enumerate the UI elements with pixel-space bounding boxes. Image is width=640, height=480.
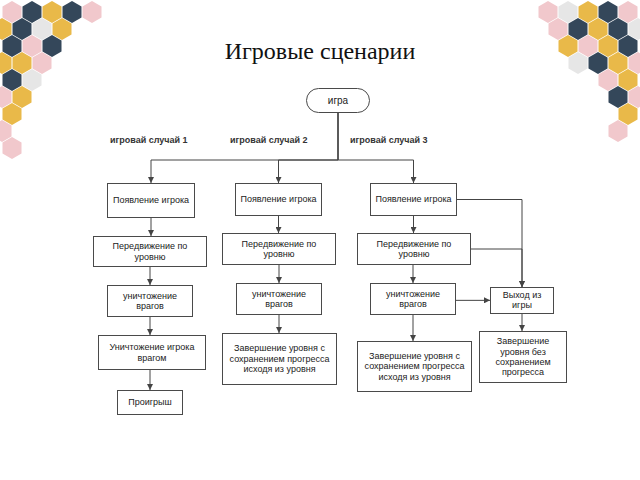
hexagon — [589, 52, 608, 74]
box-text: игра — [328, 95, 348, 107]
flow-arrow — [413, 315, 414, 341]
flow-arrow — [151, 113, 338, 183]
process-box: Завершение уровня с сохранением прогресс… — [357, 341, 472, 392]
hexagon — [3, 103, 22, 125]
flow-arrow — [150, 317, 151, 335]
case-label: игровай случай 3 — [350, 135, 428, 145]
start-pill: игра — [306, 88, 370, 113]
hexagon — [569, 18, 588, 40]
process-box: Передвижение по уровню — [93, 236, 207, 267]
flow-arrow — [151, 218, 152, 236]
flow-arrow — [278, 216, 279, 233]
box-text: Проигрыш — [128, 397, 171, 407]
flow-arrow — [456, 300, 490, 301]
process-box: Передвижение по уровню — [357, 233, 471, 265]
box-text: Передвижение по уровню — [362, 239, 466, 260]
hexagon — [599, 1, 618, 23]
hexagon — [579, 35, 598, 57]
process-box: Уничтожение игрока врагом — [98, 335, 206, 370]
hexagon — [3, 69, 22, 91]
hexagon — [559, 35, 578, 57]
box-text: Уничтожение игрока врагом — [103, 342, 201, 363]
hexagon — [609, 52, 628, 74]
flow-arrow — [522, 314, 523, 331]
hexagon — [83, 1, 102, 23]
box-text: уничтожение врагов — [375, 289, 451, 310]
process-box: уничтожение врагов — [370, 283, 456, 315]
hexagon — [33, 18, 52, 40]
hexagon — [609, 18, 628, 40]
hexagon — [23, 35, 42, 57]
hexagon — [43, 1, 62, 23]
hexagon — [599, 35, 618, 57]
process-box: Выход из игры — [490, 287, 554, 314]
case-label: игровай случай 1 — [110, 135, 188, 145]
flow-arrow — [279, 265, 280, 283]
hexagon — [23, 1, 42, 23]
hexagon — [3, 1, 22, 23]
hexagon — [589, 18, 608, 40]
hexagon — [579, 1, 598, 23]
box-text: Завершение уровня с сохранением прогресс… — [227, 343, 332, 374]
box-text: Передвижение по уровню — [227, 239, 331, 260]
hexagon — [23, 69, 42, 91]
process-box: Появление игрока — [235, 183, 322, 216]
hexagon — [569, 52, 588, 74]
hexagon — [43, 35, 62, 57]
hexagon — [619, 69, 638, 91]
process-box: Появление игрока — [370, 183, 457, 216]
flow-arrow — [150, 267, 151, 285]
hexagon — [619, 35, 638, 57]
hexagon — [33, 52, 52, 74]
hexagon — [3, 137, 22, 159]
flow-arrow — [279, 113, 339, 183]
slide-title: Игровые сценарии — [0, 38, 640, 65]
process-box: Завершение уровня без сохранением прогре… — [479, 331, 567, 383]
hexagon — [13, 18, 32, 40]
hexagon — [559, 1, 578, 23]
hexagon — [549, 18, 568, 40]
box-text: Выход из игры — [495, 290, 549, 311]
box-text: уничтожение врагов — [112, 291, 188, 312]
hexagon — [619, 103, 638, 125]
flow-arrow — [150, 370, 151, 390]
hexagon — [3, 35, 22, 57]
process-box: Появление игрока — [107, 183, 195, 218]
process-box: уничтожение врагов — [107, 285, 193, 317]
flow-arrow — [413, 216, 414, 233]
process-box: Завершение уровня с сохранением прогресс… — [222, 333, 337, 385]
box-text: уничтожение врагов — [241, 289, 317, 310]
process-box: уничтожение врагов — [236, 283, 322, 315]
box-text: Появление игрока — [240, 194, 316, 204]
flow-arrow — [413, 265, 414, 283]
hexagon — [63, 1, 82, 23]
hexagon — [609, 120, 628, 142]
hexagon — [53, 18, 72, 40]
box-text: Завершение уровня без сохранением прогре… — [484, 336, 562, 377]
process-box: Проигрыш — [117, 390, 183, 415]
flow-arrow — [471, 249, 522, 287]
hex-cluster-left — [0, 1, 102, 159]
flow-arrow — [338, 113, 414, 183]
hex-cluster-right — [539, 1, 640, 142]
process-box: Передвижение по уровню — [222, 233, 336, 265]
hexagon — [599, 69, 618, 91]
hexagon — [539, 1, 558, 23]
case-label: игровай случай 2 — [230, 135, 308, 145]
box-text: Появление игрока — [113, 195, 189, 205]
flow-arrow — [279, 315, 280, 333]
hexagon — [13, 52, 32, 74]
hexagon — [13, 86, 32, 108]
box-text: Передвижение по уровню — [98, 241, 202, 262]
box-text: Появление игрока — [375, 194, 451, 204]
hexagon — [619, 1, 638, 23]
hexagon — [609, 86, 628, 108]
box-text: Завершение уровня с сохранением прогресс… — [362, 351, 467, 382]
